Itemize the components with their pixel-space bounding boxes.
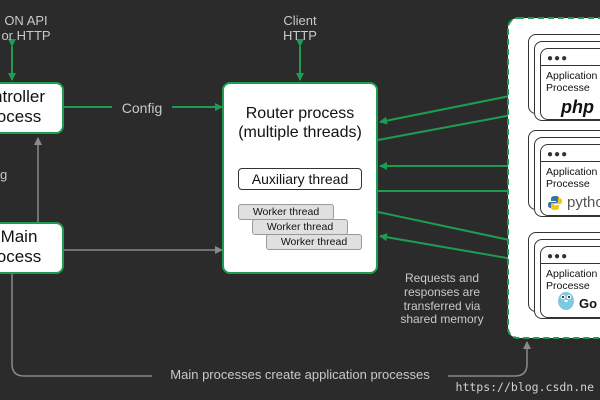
main-process-box	[0, 222, 64, 274]
app1-to-router-arrow	[379, 91, 531, 125]
router-to-app1-arrow	[377, 109, 529, 141]
controller-process-box	[0, 82, 64, 134]
app3-to-router-arrow	[379, 233, 531, 263]
window-title-divider	[541, 161, 600, 162]
router-to-app3-arrow	[377, 211, 529, 247]
bottom-caption: Main processes create application proces…	[152, 367, 448, 383]
worker-thread: Worker thread	[238, 204, 334, 220]
gopher-icon	[557, 289, 575, 316]
auxiliary-thread: Auxiliary thread	[238, 168, 362, 190]
window-dots-icon: ●●●	[547, 149, 569, 160]
config-label: Config	[112, 100, 172, 117]
worker-thread: Worker thread	[266, 234, 362, 250]
router-process-title: Router process(multiple threads)	[238, 105, 362, 142]
controller-process-label: ntrollerocess	[0, 87, 45, 127]
worker-thread: Worker thread	[252, 219, 348, 235]
left-edge-label-fragment: g	[0, 167, 8, 182]
window-title-divider	[541, 263, 600, 264]
python-snake-icon	[547, 195, 563, 216]
window-dots-icon: ●●●	[547, 53, 569, 64]
window-title-divider	[541, 65, 600, 66]
watermark: https://blog.csdn.ne	[455, 380, 594, 394]
window-dots-icon: ●●●	[547, 251, 569, 262]
